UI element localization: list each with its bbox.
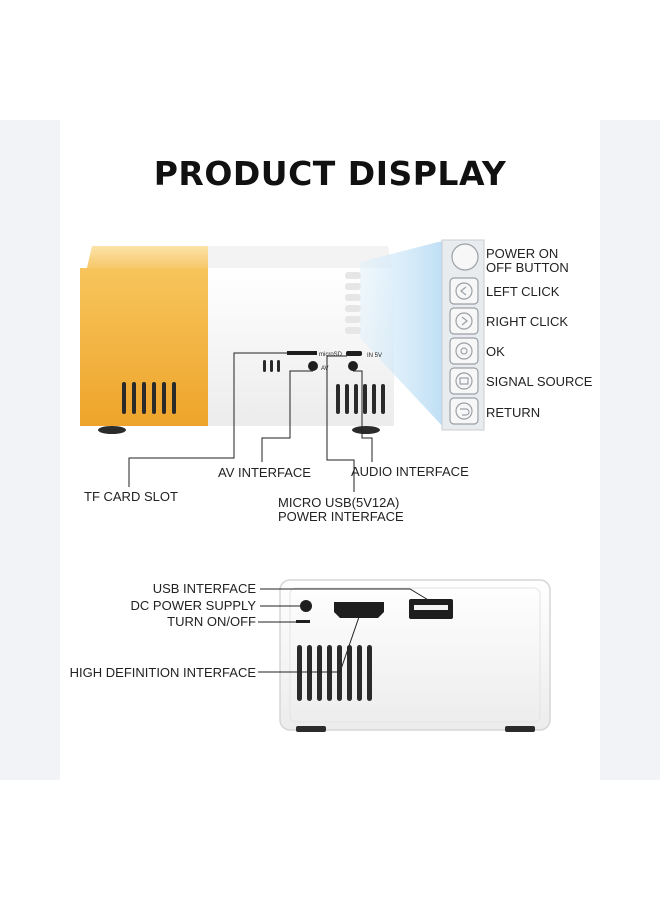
white-top-face bbox=[208, 246, 392, 268]
high-definition-interface-label: HIGH DEFINITION INTERFACE bbox=[69, 665, 256, 680]
micro-usb-port bbox=[346, 351, 362, 356]
turn-on-off-label: TURN ON/OFF bbox=[167, 614, 256, 629]
ok-glyph bbox=[460, 347, 468, 355]
yellow-side-vent bbox=[122, 382, 176, 414]
power-button-label-line1: POWER ON bbox=[486, 246, 559, 261]
front-foot-left bbox=[98, 426, 126, 434]
front-view bbox=[80, 239, 485, 492]
micro-usb-label-line2: POWER INTERFACE bbox=[278, 509, 404, 524]
right-button-frame bbox=[449, 307, 479, 335]
yellow-top-face bbox=[86, 246, 208, 272]
left-button-frame bbox=[449, 277, 479, 305]
back-view bbox=[258, 579, 551, 732]
back-inner-edge bbox=[289, 587, 541, 723]
dc-power-supply-label: DC POWER SUPPLY bbox=[130, 598, 256, 613]
left-arrow-icon bbox=[455, 282, 473, 300]
usb-leader bbox=[260, 588, 431, 602]
audio-leader bbox=[353, 370, 373, 462]
av-leader bbox=[261, 370, 313, 462]
audio-jack bbox=[348, 361, 358, 371]
back-foot-left bbox=[296, 726, 326, 732]
power-switch bbox=[296, 620, 310, 623]
hdmi-leader bbox=[258, 613, 361, 673]
small-vent bbox=[263, 360, 280, 372]
audio-interface-label: AUDIO INTERFACE bbox=[351, 464, 469, 479]
front-foot-right bbox=[352, 426, 380, 434]
signal-source-glyph bbox=[459, 377, 469, 385]
usb-port-tongue bbox=[414, 605, 448, 610]
tf-card-leader bbox=[128, 352, 287, 487]
right-arrow-glyph bbox=[461, 316, 468, 326]
right-arrow-icon bbox=[455, 312, 473, 330]
return-glyph bbox=[460, 408, 470, 416]
signal-source-label: SIGNAL SOURCE bbox=[486, 374, 593, 389]
back-foot-right bbox=[505, 726, 535, 732]
usb-interface-label: USB INTERFACE bbox=[152, 581, 256, 596]
left-click-label: LEFT CLICK bbox=[486, 284, 560, 299]
ok-button-frame bbox=[449, 337, 479, 365]
hdmi-port bbox=[334, 602, 384, 618]
ok-label: OK bbox=[486, 344, 505, 359]
left-margin bbox=[0, 120, 60, 780]
white-side-vent bbox=[336, 384, 385, 414]
back-callout-lines bbox=[258, 588, 431, 673]
micro-usb-label-line1: MICRO USB(5V12A) bbox=[278, 495, 400, 510]
source-button-frame bbox=[449, 367, 479, 395]
return-label: RETURN bbox=[486, 405, 541, 420]
micro-sd-port-label: microSD bbox=[319, 352, 343, 358]
tf-card-slot bbox=[287, 351, 317, 355]
ok-icon bbox=[455, 342, 473, 360]
return-button-frame bbox=[449, 397, 479, 425]
signal-source-icon bbox=[455, 372, 473, 390]
tf-card-slot-label: TF CARD SLOT bbox=[84, 489, 178, 504]
in-5v-port-label: IN 5V bbox=[367, 353, 383, 359]
av-interface-label: AV INTERFACE bbox=[218, 465, 311, 480]
right-margin bbox=[600, 120, 660, 780]
av-port-label: AV bbox=[321, 366, 329, 372]
power-button-label-line2: OFF BUTTON bbox=[486, 260, 569, 275]
back-vent bbox=[297, 645, 372, 701]
dc-power-jack bbox=[300, 600, 312, 612]
right-click-label: RIGHT CLICK bbox=[486, 314, 569, 329]
left-arrow-glyph bbox=[460, 286, 467, 296]
front-callout-lines bbox=[128, 352, 373, 492]
power-icon bbox=[451, 243, 479, 271]
return-icon bbox=[455, 402, 473, 420]
micro-usb-leader bbox=[326, 355, 355, 492]
projection-beam bbox=[360, 240, 446, 430]
page-title: PRODUCT DISPLAY bbox=[153, 154, 507, 193]
top-button-ridges bbox=[345, 272, 361, 334]
av-jack bbox=[308, 361, 318, 371]
